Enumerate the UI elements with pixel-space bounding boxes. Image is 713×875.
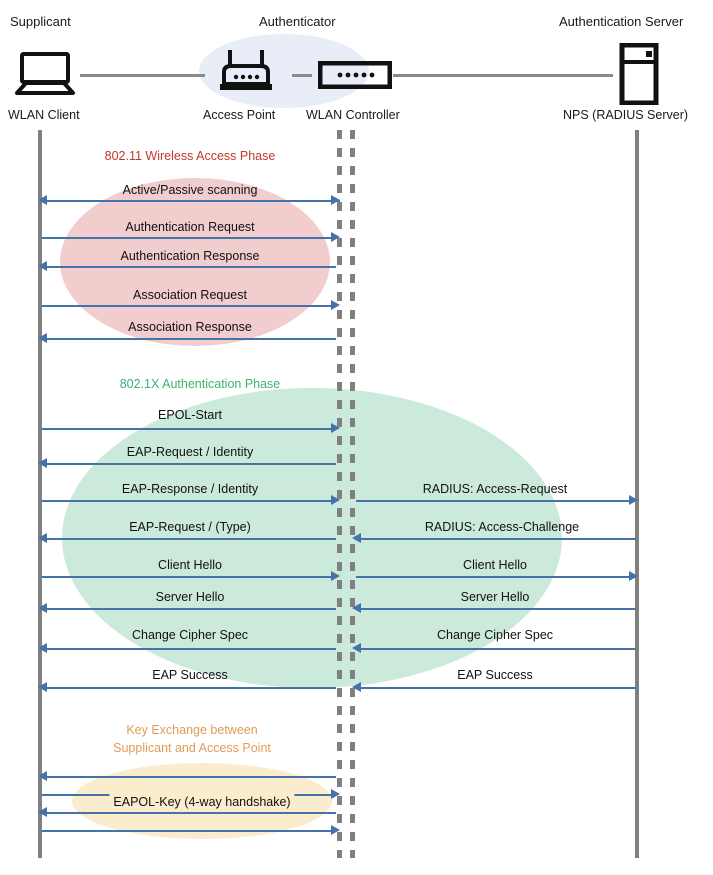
message-line xyxy=(42,812,336,814)
message-label-eap-request-identity: EAP-Request / Identity xyxy=(126,445,254,459)
message-line xyxy=(42,305,336,307)
arrow-head-left-icon xyxy=(38,603,47,613)
message-label-authentication-response: Authentication Response xyxy=(120,249,260,263)
wlan-controller-icon xyxy=(317,60,393,94)
arrow-head-left-icon xyxy=(38,195,47,205)
message-label-radius-access-challenge: RADIUS: Access-Challenge xyxy=(424,520,580,534)
message-label-association-response: Association Response xyxy=(128,320,252,334)
actor-device-nps-radius-server: NPS (RADIUS Server) xyxy=(563,108,689,122)
message-label-eapol-key-4-way-handshake: EAPOL-Key (4-way handshake) xyxy=(109,794,295,810)
message-label-client-hello-right: Client Hello xyxy=(463,558,527,572)
message-line xyxy=(42,428,336,430)
message-line xyxy=(42,576,336,578)
actor-device-access-point: Access Point xyxy=(203,108,276,122)
message-line xyxy=(356,576,636,578)
arrow-head-right-icon xyxy=(331,195,340,205)
lifeline-authentication-server xyxy=(635,130,639,858)
message-line xyxy=(42,538,336,540)
message-label-active-passive-scanning: Active/Passive scanning xyxy=(122,183,258,197)
authenticator-highlight-blob xyxy=(199,34,369,108)
arrow-head-left-icon xyxy=(38,682,47,692)
message-label-epol-start: EPOL-Start xyxy=(158,408,222,422)
arrow-head-right-icon xyxy=(331,423,340,433)
message-label-eap-request-type: EAP-Request / (Type) xyxy=(129,520,251,534)
arrow-head-right-icon xyxy=(629,495,638,505)
arrow-head-right-icon xyxy=(331,232,340,242)
arrow-head-left-icon xyxy=(38,807,47,817)
message-label-association-request: Association Request xyxy=(133,288,247,302)
arrow-head-right-icon xyxy=(331,571,340,581)
message-line xyxy=(42,687,336,689)
arrow-head-right-icon xyxy=(629,571,638,581)
lifeline-wlan-controller xyxy=(350,130,355,858)
wire-controller-to-server xyxy=(393,74,613,77)
message-line xyxy=(42,237,336,239)
actor-device-wlan-client: WLAN Client xyxy=(8,108,80,122)
message-label-eap-success-right: EAP Success xyxy=(457,668,533,682)
arrow-head-left-icon xyxy=(38,458,47,468)
arrow-head-left-icon xyxy=(352,603,361,613)
message-line xyxy=(356,687,636,689)
wire-ap-to-controller xyxy=(292,74,312,77)
message-line xyxy=(42,648,336,650)
laptop-icon xyxy=(13,52,77,101)
arrow-head-right-icon xyxy=(331,300,340,310)
message-line xyxy=(42,776,336,778)
message-label-change-cipher-spec-left: Change Cipher Spec xyxy=(131,628,249,642)
lifeline-access-point xyxy=(337,130,342,858)
message-line xyxy=(42,266,336,268)
arrow-head-right-icon xyxy=(331,495,340,505)
phase-label-key-exchange: Key Exchange between Supplicant and Acce… xyxy=(113,723,271,756)
server-icon xyxy=(619,42,659,110)
message-label-eap-success-left: EAP Success xyxy=(152,668,228,682)
actor-device-wlan-controller: WLAN Controller xyxy=(306,108,400,122)
message-line xyxy=(356,538,636,540)
message-line xyxy=(42,200,340,202)
arrow-head-right-icon xyxy=(331,825,340,835)
arrow-head-left-icon xyxy=(352,682,361,692)
arrow-head-left-icon xyxy=(38,261,47,271)
arrow-head-right-icon xyxy=(331,789,340,799)
message-line xyxy=(42,500,336,502)
message-line xyxy=(42,463,336,465)
message-label-client-hello-left: Client Hello xyxy=(158,558,222,572)
arrow-head-left-icon xyxy=(38,333,47,343)
message-label-server-hello-left: Server Hello xyxy=(155,590,225,604)
message-line xyxy=(356,648,636,650)
arrow-head-left-icon xyxy=(38,533,47,543)
message-line xyxy=(356,608,636,610)
message-line xyxy=(42,608,336,610)
access-point-icon xyxy=(218,48,274,101)
message-label-authentication-request: Authentication Request xyxy=(125,220,255,234)
message-line xyxy=(42,338,336,340)
arrow-head-left-icon xyxy=(38,771,47,781)
lifeline-supplicant xyxy=(38,130,42,858)
message-line xyxy=(42,830,336,832)
arrow-head-left-icon xyxy=(38,643,47,653)
message-label-radius-access-request: RADIUS: Access-Request xyxy=(422,482,568,496)
arrow-head-left-icon xyxy=(352,533,361,543)
message-label-server-hello-right: Server Hello xyxy=(460,590,530,604)
phase-label-802-11: 802.11 Wireless Access Phase xyxy=(104,149,276,163)
phase-label-802-1x: 802.1X Authentication Phase xyxy=(119,377,281,391)
actor-role-authentication-server: Authentication Server xyxy=(559,14,684,29)
phase-ellipse-802-11 xyxy=(60,178,330,346)
wire-client-to-ap xyxy=(80,74,205,77)
message-label-eap-response-identity: EAP-Response / Identity xyxy=(121,482,259,496)
actor-role-supplicant: Supplicant xyxy=(10,14,71,29)
actor-role-authenticator: Authenticator xyxy=(259,14,336,29)
message-line xyxy=(356,500,636,502)
message-label-change-cipher-spec-right: Change Cipher Spec xyxy=(436,628,554,642)
arrow-head-left-icon xyxy=(352,643,361,653)
